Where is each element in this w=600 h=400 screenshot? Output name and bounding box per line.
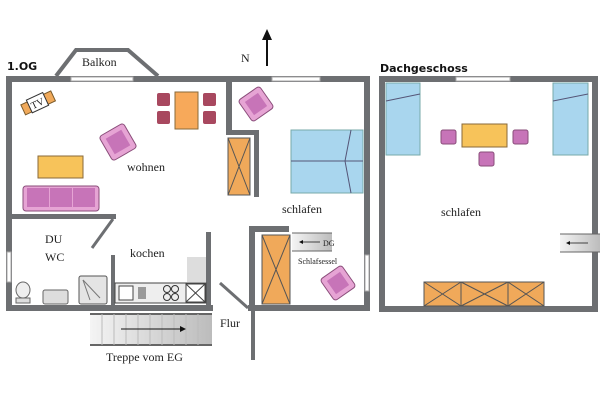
wardrobe [261,234,291,305]
kitchen-sink-icon [118,285,134,301]
balcony-label: Balkon [82,55,117,69]
dining-set [157,91,216,130]
balcony: Balkon [54,48,160,78]
stairs-to-attic[interactable] [292,232,332,252]
arrow-left-icon [299,240,303,244]
arrow-left-icon [566,241,570,245]
north-arrow: N [241,29,272,66]
sink-icon [42,289,69,305]
stairs-from-ground-label: Treppe vom EG [106,350,183,364]
north-label: N [241,51,250,65]
sofa [22,185,100,212]
room-label-bath-1: DU [45,232,63,246]
attic-title: Dachgeschoss [380,62,468,75]
attic-window [455,76,511,82]
attic-table-set [440,123,529,167]
wardrobe [227,137,251,196]
cabinet-icon [185,283,206,303]
single-bed [385,82,421,156]
arrow-up-icon [262,29,272,40]
upper-floor-title: 1.OG [7,60,37,73]
tv-label: TV [29,96,46,112]
attic-wardrobes [423,281,545,307]
sleeper-chair [320,265,356,301]
attic-stairs[interactable] [560,233,600,253]
tv-stand: TV [20,90,57,116]
coffee-table [37,155,84,179]
room-label-hall: Flur [220,316,240,330]
stove-icon [163,285,179,301]
arrow-right-icon [180,326,186,332]
kitchen-counter [114,282,207,304]
toilet-icon [15,281,31,304]
room-label-living: wohnen [127,160,165,174]
attic-room-label: schlafen [441,205,481,219]
room-label-bath-2: WC [45,250,64,264]
stairs-to-attic-label: DG [323,239,335,248]
room-label-bedroom: schlafen [282,202,322,216]
armchair [238,86,274,122]
sleeper-chair-label: Schlafsessel [298,257,338,266]
upper-walls [6,76,370,360]
stairs-from-ground-floor[interactable] [90,313,212,346]
fridge [187,257,206,282]
shower-icon [78,275,108,305]
double-bed [290,129,364,194]
room-label-kitchen: kochen [130,246,165,260]
single-bed [552,82,589,156]
drainboard-icon [138,287,146,299]
armchair [99,123,137,161]
